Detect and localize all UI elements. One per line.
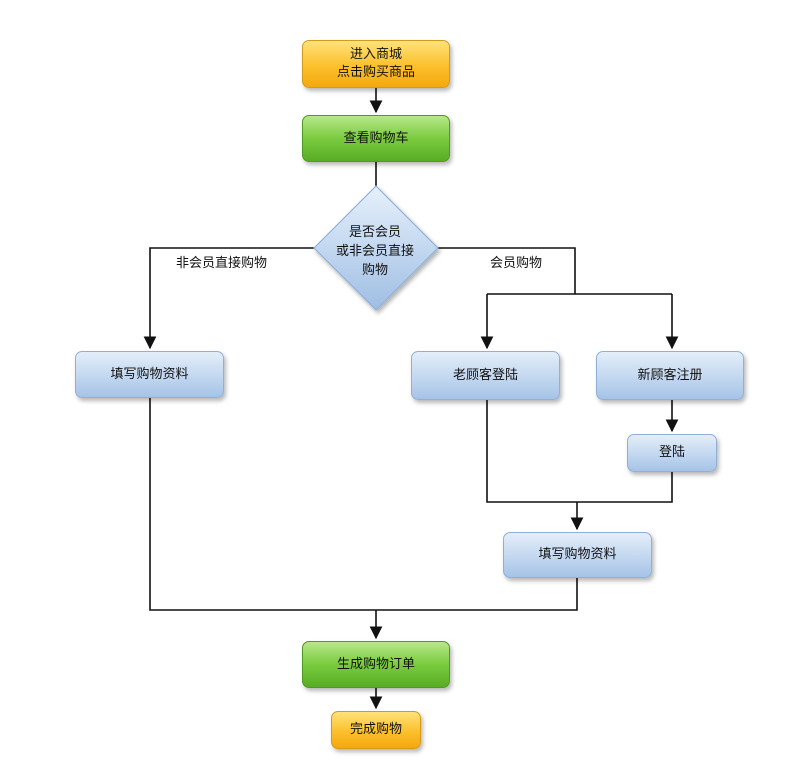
generate-order-label: 生成购物订单	[336, 656, 415, 672]
decision-line2: 或非会员直接	[335, 244, 414, 259]
new-customer-register-label: 新顾客注册	[637, 367, 703, 383]
start-node: 进入商城 点击购买商品	[302, 40, 450, 88]
old-customer-login-label: 老顾客登陆	[452, 367, 518, 383]
decision-diamond	[313, 185, 439, 311]
login-node: 登陆	[627, 434, 717, 472]
view-cart-label: 查看购物车	[343, 130, 409, 146]
login-label: 登陆	[658, 445, 685, 460]
fill-info-left-label: 填写购物资料	[110, 366, 189, 382]
new-customer-register-node: 新顾客注册	[596, 351, 744, 400]
finish-label: 完成购物	[349, 722, 402, 737]
edge-label-non-member: 非会员直接购物	[176, 256, 268, 271]
view-cart-node: 查看购物车	[302, 115, 450, 162]
decision-line1: 是否会员	[348, 225, 401, 240]
start-node-line1: 进入商城	[349, 47, 402, 62]
generate-order-node: 生成购物订单	[302, 641, 450, 688]
edge-left-fill-merge	[149, 398, 578, 611]
edge-old-login-merge	[486, 400, 673, 503]
edge-member-branch-old	[487, 293, 672, 348]
decision-line3: 购物	[361, 263, 388, 278]
edge-member	[437, 247, 576, 294]
edge-label-member: 会员购物	[490, 256, 543, 271]
fill-info-right-label: 填写购物资料	[538, 547, 617, 562]
fill-info-right-node: 填写购物资料	[503, 532, 652, 578]
edge-non-member	[143, 247, 315, 350]
finish-node: 完成购物	[331, 711, 421, 749]
start-node-line2: 点击购买商品	[336, 65, 415, 80]
old-customer-login-node: 老顾客登陆	[411, 351, 560, 400]
decision-label: 是否会员 或非会员直接 购物	[315, 223, 435, 280]
fill-info-left-node: 填写购物资料	[75, 351, 224, 398]
